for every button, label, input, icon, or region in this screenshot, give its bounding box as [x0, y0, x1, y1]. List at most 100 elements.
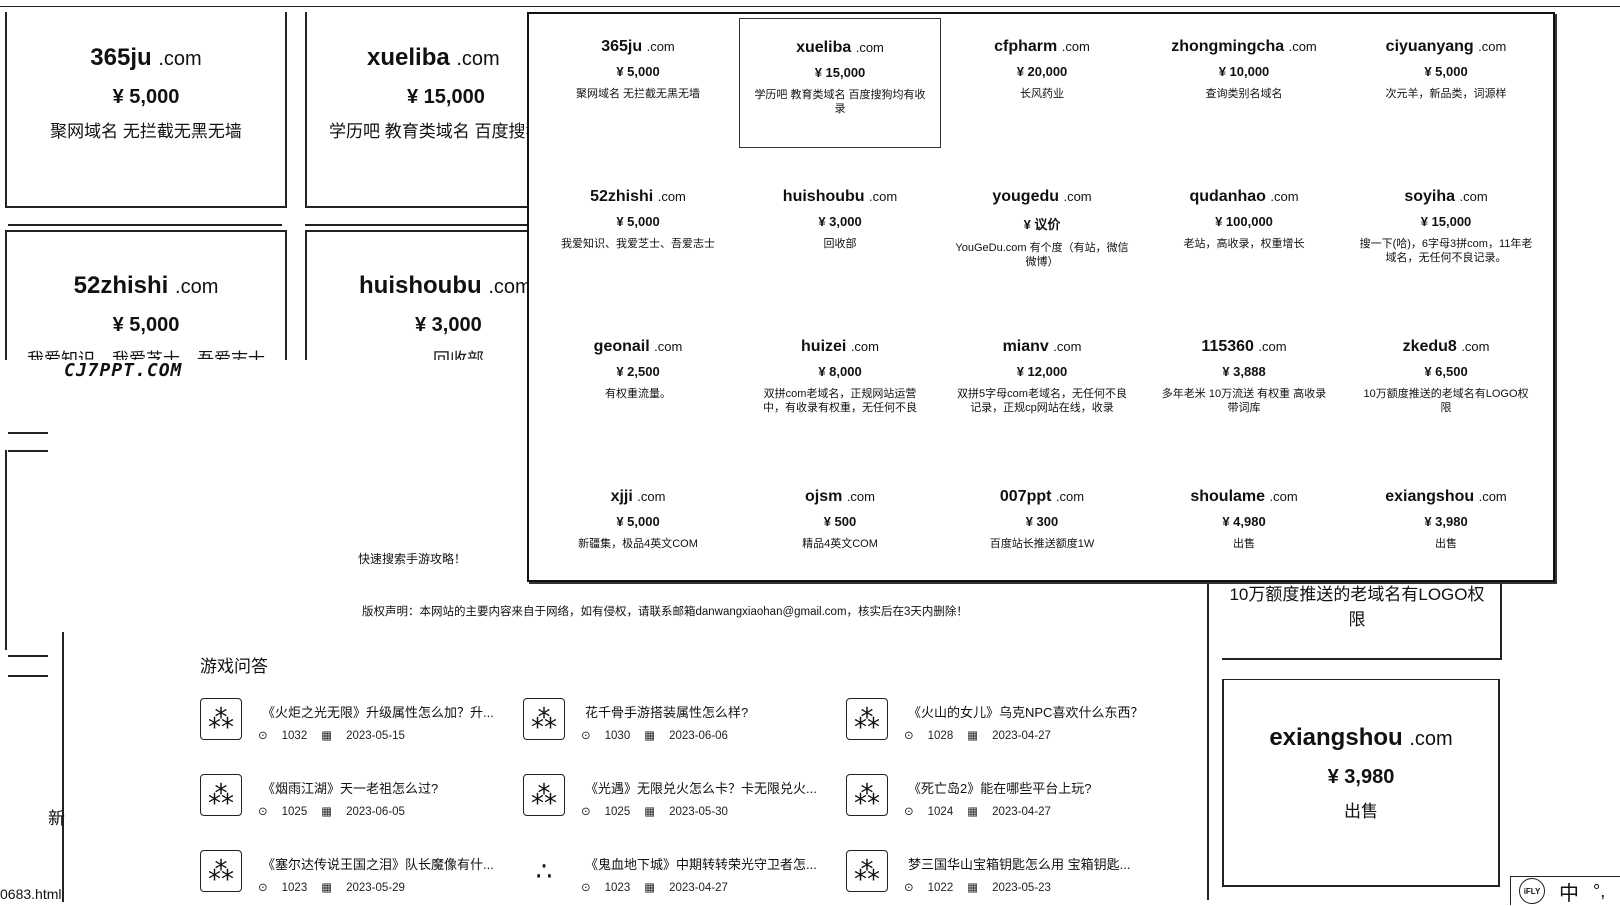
qa-views: 1022: [927, 882, 954, 894]
domain-name: huishoubu .com: [359, 272, 527, 299]
domain-name: exiangshou .com: [1385, 488, 1507, 505]
qa-date: 2023-05-23: [992, 882, 1051, 894]
qa-thumbnail[interactable]: ⁂: [200, 850, 242, 892]
domain-card-xueliba[interactable]: xueliba .com ¥ 15,000 学历吧 教育类域名 百度搜狗均有收录: [305, 12, 537, 208]
domain-desc: 聚网域名 无拦截无黑无墙: [575, 88, 701, 100]
qa-list-item[interactable]: ⁂ 《火山的女儿》乌克NPC喜欢什么东西？ ⊙1028▦2023-04-27: [846, 698, 1156, 744]
ime-toolbar[interactable]: iFLY 中 °,: [1510, 876, 1620, 905]
qa-date: 2023-05-15: [346, 730, 405, 742]
ifly-logo-icon[interactable]: iFLY: [1519, 878, 1545, 904]
qa-title[interactable]: 《烟雨江湖》天一老祖怎么过?: [262, 781, 439, 796]
qa-thumbnail[interactable]: ∴: [535, 855, 553, 886]
site-logo[interactable]: CJ7PPT.COM: [64, 360, 183, 381]
divider: [305, 224, 527, 226]
qa-title[interactable]: 花千骨手游搭装属性怎么样?: [585, 705, 749, 720]
qa-views: 1025: [281, 806, 308, 818]
qa-list-item[interactable]: ⁂ 《塞尔达传说王国之泪》队长魔像有什... ⊙1023▦2023-05-29: [200, 850, 510, 896]
views-icon: ⊙: [581, 730, 591, 742]
qa-title[interactable]: 《鬼血地下城》中期转转荣光守卫者怎...: [585, 857, 817, 872]
domain-desc: 出售: [1233, 538, 1255, 550]
qa-meta: ⊙1024▦2023-04-27: [904, 804, 1065, 818]
qa-list-item[interactable]: ⁂ 《火炬之光无限》升级属性怎么加？升... ⊙1032▦2023-05-15: [200, 698, 510, 744]
ime-language-toggle[interactable]: 中: [1559, 882, 1579, 905]
qa-title[interactable]: 《死亡岛2》能在哪些平台上玩?: [908, 781, 1092, 796]
ime-punctuation-toggle[interactable]: °,: [1593, 880, 1606, 901]
qa-title[interactable]: 《塞尔达传说王国之泪》队长魔像有什...: [262, 857, 494, 872]
qa-views: 1028: [927, 730, 954, 742]
domain-price: ¥ 2,500: [616, 364, 660, 379]
qa-title[interactable]: 梦三国华山宝箱钥匙怎么用 宝箱钥匙...: [908, 857, 1131, 872]
divider: [1500, 580, 1502, 660]
qa-thumbnail[interactable]: ⁂: [523, 698, 565, 740]
qa-list-item[interactable]: ⁂ 《光遇》无限兑火怎么卡？卡无限兑火... ⊙1025▦2023-05-30: [523, 774, 833, 820]
qa-date: 2023-04-27: [669, 882, 728, 894]
qa-thumbnail[interactable]: ⁂: [523, 774, 565, 816]
qa-title[interactable]: 《光遇》无限兑火怎么卡？卡无限兑火...: [585, 781, 817, 796]
qa-date: 2023-06-06: [669, 730, 728, 742]
qa-thumbnail[interactable]: ⁂: [200, 774, 242, 816]
views-icon: ⊙: [904, 882, 914, 894]
qa-list-item[interactable]: ∴ 《鬼血地下城》中期转转荣光守卫者怎... ⊙1023▦2023-04-27: [523, 850, 833, 896]
domain-name: soyiha .com: [1404, 188, 1488, 205]
qa-list-item[interactable]: ⁂ 花千骨手游搭装属性怎么样? ⊙1030▦2023-06-06: [523, 698, 833, 744]
qa-list-item[interactable]: ⁂ 梦三国华山宝箱钥匙怎么用 宝箱钥匙... ⊙1022▦2023-05-23: [846, 850, 1156, 896]
domain-card-exiangshou[interactable]: exiangshou .com ¥ 3,980 出售: [1222, 680, 1500, 885]
domain-name: 115360 .com: [1201, 338, 1287, 355]
qa-views: 1032: [281, 730, 308, 742]
domain-card-365ju[interactable]: 365ju .com ¥ 5,000 聚网域名 无拦截无黑无墙: [5, 12, 287, 208]
domain-card-desc-partial: 10万额度推送的老域名有LOGO权限: [1229, 585, 1485, 629]
status-bar-url: 0683.html: [0, 886, 62, 902]
domain-desc: 双拼5字母com老域名，无任何不良记录，正规cp网站在线，收录: [957, 388, 1127, 415]
qa-list-item[interactable]: ⁂ 《烟雨江湖》天一老祖怎么过? ⊙1025▦2023-06-05: [200, 774, 510, 820]
domain-card-52zhishi[interactable]: 52zhishi .com ¥ 5,000 我爱知识、我爱芝士、吾爱志士: [5, 230, 287, 360]
domain-price: ¥ 5,000: [616, 64, 660, 79]
qa-views: 1024: [927, 806, 954, 818]
domain-card-huishoubu[interactable]: huishoubu .com ¥ 3,000 回收部: [305, 230, 527, 360]
qa-thumbnail[interactable]: ⁂: [846, 774, 888, 816]
domain-price: ¥ 3,980: [1424, 514, 1468, 529]
domain-price: ¥ 议价: [1023, 217, 1061, 232]
qa-date: 2023-05-29: [346, 882, 405, 894]
domain-name: xjji .com: [610, 488, 666, 505]
domain-price: ¥ 20,000: [1016, 64, 1068, 79]
domain-price: ¥ 8,000: [818, 364, 862, 379]
domain-name: ojsm .com: [805, 488, 875, 505]
domain-desc: 新疆集，极品4英文COM: [578, 538, 698, 550]
domain-desc: 回收部: [433, 350, 484, 360]
domain-price: ¥ 4,980: [1222, 514, 1266, 529]
domain-price: ¥ 10,000: [1218, 64, 1270, 79]
qa-list-item[interactable]: ⁂ 《死亡岛2》能在哪些平台上玩? ⊙1024▦2023-04-27: [846, 774, 1156, 820]
qa-thumbnail[interactable]: ⁂: [200, 698, 242, 740]
qa-title[interactable]: 《火山的女儿》乌克NPC喜欢什么东西？: [908, 705, 1144, 720]
domain-name: xueliba .com: [796, 39, 884, 56]
qa-thumbnail[interactable]: ⁂: [846, 698, 888, 740]
qa-thumbnail[interactable]: ⁂: [846, 850, 888, 892]
domain-desc: 次元羊，新品类，词源样: [1385, 88, 1507, 100]
qa-title[interactable]: 《火炬之光无限》升级属性怎么加？升...: [262, 705, 494, 720]
domain-name: zhongmingcha .com: [1171, 38, 1317, 55]
domain-desc: 百度站长推送额度1W: [989, 538, 1095, 550]
qa-date: 2023-04-27: [992, 806, 1051, 818]
domain-name: 365ju .com: [90, 44, 202, 71]
calendar-icon: ▦: [644, 882, 656, 894]
